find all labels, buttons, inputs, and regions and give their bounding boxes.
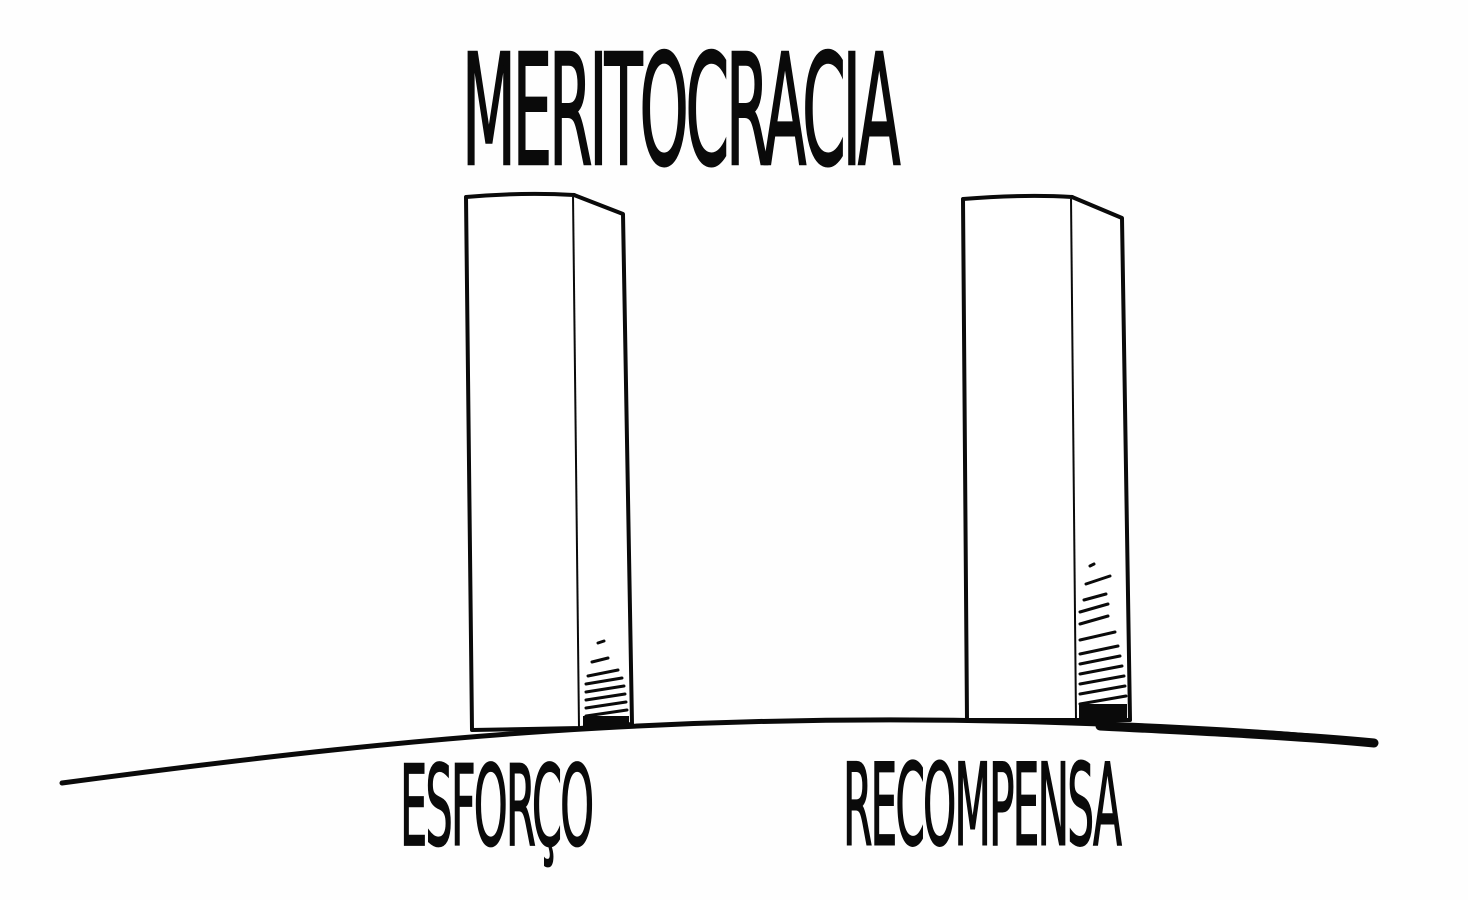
- left-pillar: [464, 191, 634, 732]
- title-meritocracia: MERITOCRACIA: [461, 23, 901, 202]
- left-pillar-label: ESFORÇO: [400, 742, 595, 873]
- right-pillar: [961, 193, 1132, 722]
- right-pillar-label: RECOMPENSA: [843, 739, 1123, 873]
